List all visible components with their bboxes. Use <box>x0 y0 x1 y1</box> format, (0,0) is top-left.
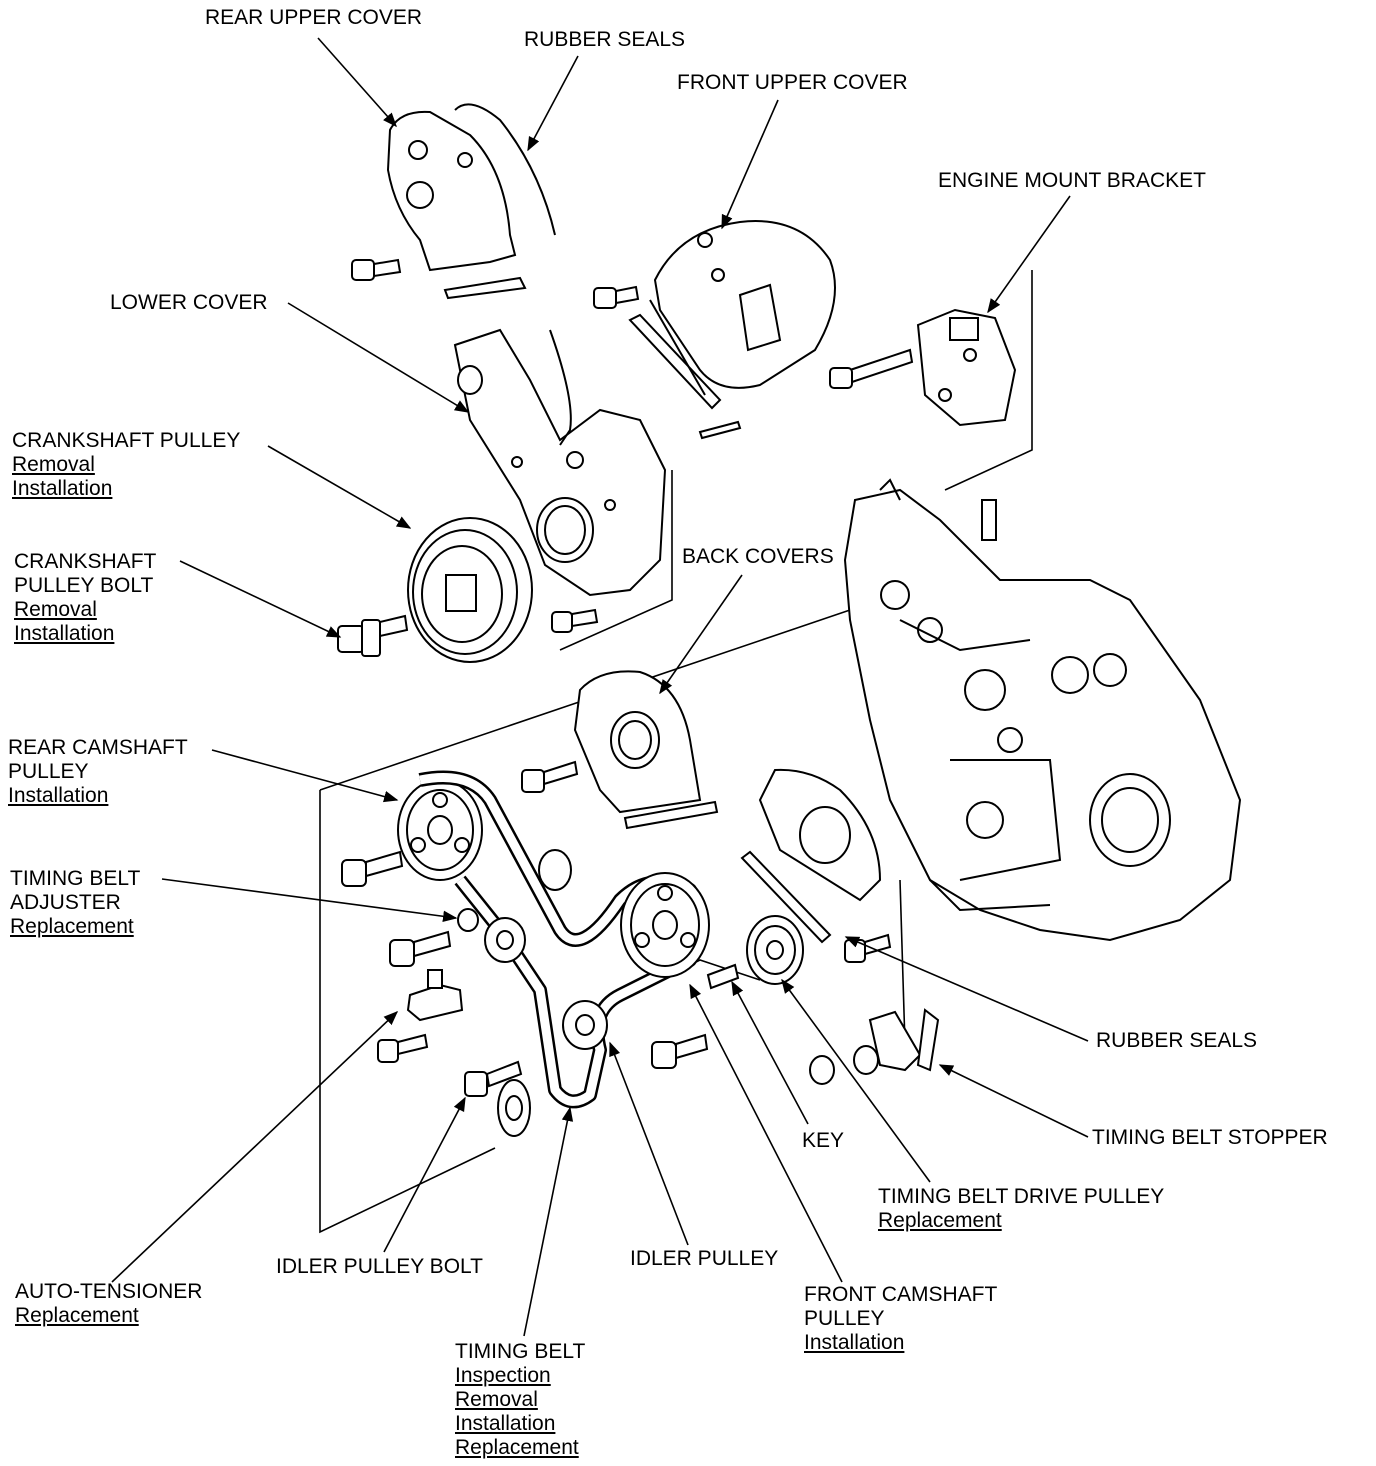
leader-line <box>721 99 779 230</box>
bolt <box>551 608 599 633</box>
link-replacement[interactable]: Replacement <box>455 1436 579 1459</box>
idler-pulley-bolt-part <box>464 1060 531 1137</box>
label-front-upper-cover: FRONT UPPER COVER <box>677 71 908 94</box>
idler-pulley-part <box>562 1000 608 1050</box>
leader-line <box>938 1064 1089 1138</box>
bolt <box>593 285 640 309</box>
leader-line <box>527 55 579 152</box>
link-replacement[interactable]: Replacement <box>10 915 134 938</box>
frame-line <box>899 879 906 1046</box>
timing-belt-adjuster-part <box>457 908 526 963</box>
label-timing-belt-drive-pulley: TIMING BELT DRIVE PULLEY Replacement <box>878 1185 1165 1232</box>
label-back-covers: BACK COVERS <box>682 545 834 568</box>
back-cover-part <box>740 768 882 944</box>
leader-line <box>987 195 1071 314</box>
engine-block-part <box>843 478 1242 942</box>
label-idler-pulley-bolt: IDLER PULLEY BOLT <box>276 1255 483 1278</box>
engine-mount-bracket-part <box>829 308 1017 427</box>
label-front-camshaft-pulley: FRONT CAMSHAFT PULLEY Installation <box>804 1283 998 1354</box>
label-auto-tensioner: AUTO-TENSIONER Replacement <box>15 1280 203 1327</box>
label-rubber-seals-top: RUBBER SEALS <box>524 28 686 51</box>
leader-line <box>659 574 743 695</box>
leader-line <box>179 560 342 638</box>
link-installation[interactable]: Installation <box>12 477 113 500</box>
crankshaft-pulley-bolt-part <box>337 614 409 657</box>
front-upper-cover-part <box>628 220 836 410</box>
label-timing-belt-adjuster: TIMING BELT ADJUSTER Replacement <box>10 867 141 938</box>
link-installation[interactable]: Installation <box>804 1331 905 1354</box>
label-lower-cover: LOWER COVER <box>110 291 268 314</box>
label-timing-belt-stopper: TIMING BELT STOPPER <box>1092 1126 1328 1149</box>
leader-line <box>731 980 809 1125</box>
rear-camshaft-pulley-part <box>397 779 483 881</box>
leader-line <box>383 1096 466 1253</box>
rear-upper-cover-part <box>386 103 556 300</box>
crankshaft-pulley-part <box>407 517 533 663</box>
label-crankshaft-pulley: CRANKSHAFT PULLEY Removal Installation <box>12 429 241 500</box>
leader-line <box>161 878 458 923</box>
back-cover-part <box>573 670 719 830</box>
link-installation[interactable]: Installation <box>8 784 109 807</box>
leader-line <box>689 983 843 1283</box>
link-removal[interactable]: Removal <box>12 453 95 476</box>
link-replacement[interactable]: Replacement <box>878 1209 1002 1232</box>
bolt <box>341 760 892 1085</box>
link-inspection[interactable]: Inspection <box>455 1364 551 1387</box>
frame-line <box>559 470 673 651</box>
timing-belt-drive-pulley-part <box>746 915 804 985</box>
label-idler-pulley: IDLER PULLEY <box>630 1247 779 1270</box>
label-crankshaft-pulley-bolt: CRANKSHAFT PULLEY BOLT Removal Installat… <box>14 550 157 645</box>
auto-tensioner-part <box>406 969 464 1022</box>
leader-line <box>211 749 399 803</box>
leader-line <box>287 302 470 413</box>
frame-line <box>319 790 496 1234</box>
link-removal[interactable]: Removal <box>14 598 97 621</box>
label-engine-mount-bracket: ENGINE MOUNT BRACKET <box>938 169 1206 192</box>
leader-line <box>317 37 397 128</box>
leader-line <box>844 936 1089 1042</box>
lower-cover-part <box>453 328 742 597</box>
frame-line <box>944 270 1033 491</box>
leader-line <box>111 1011 399 1283</box>
label-rubber-seals-right: RUBBER SEALS <box>1096 1029 1258 1052</box>
leader-line <box>267 445 412 529</box>
leader-line <box>609 1041 689 1246</box>
leader-line <box>781 978 931 1183</box>
link-installation[interactable]: Installation <box>455 1412 556 1435</box>
bolt <box>351 258 402 281</box>
timing-belt-stopper-part <box>868 1008 940 1072</box>
label-rear-upper-cover: REAR UPPER COVER <box>205 6 423 29</box>
label-rear-camshaft-pulley: REAR CAMSHAFT PULLEY Installation <box>8 736 188 807</box>
link-installation[interactable]: Installation <box>14 622 115 645</box>
label-key: KEY <box>802 1129 845 1152</box>
leader-line <box>523 1106 574 1337</box>
label-timing-belt: TIMING BELT Inspection Removal Installat… <box>455 1340 586 1459</box>
link-removal[interactable]: Removal <box>455 1388 538 1411</box>
front-camshaft-pulley-part <box>620 872 740 990</box>
link-replacement[interactable]: Replacement <box>15 1304 139 1327</box>
